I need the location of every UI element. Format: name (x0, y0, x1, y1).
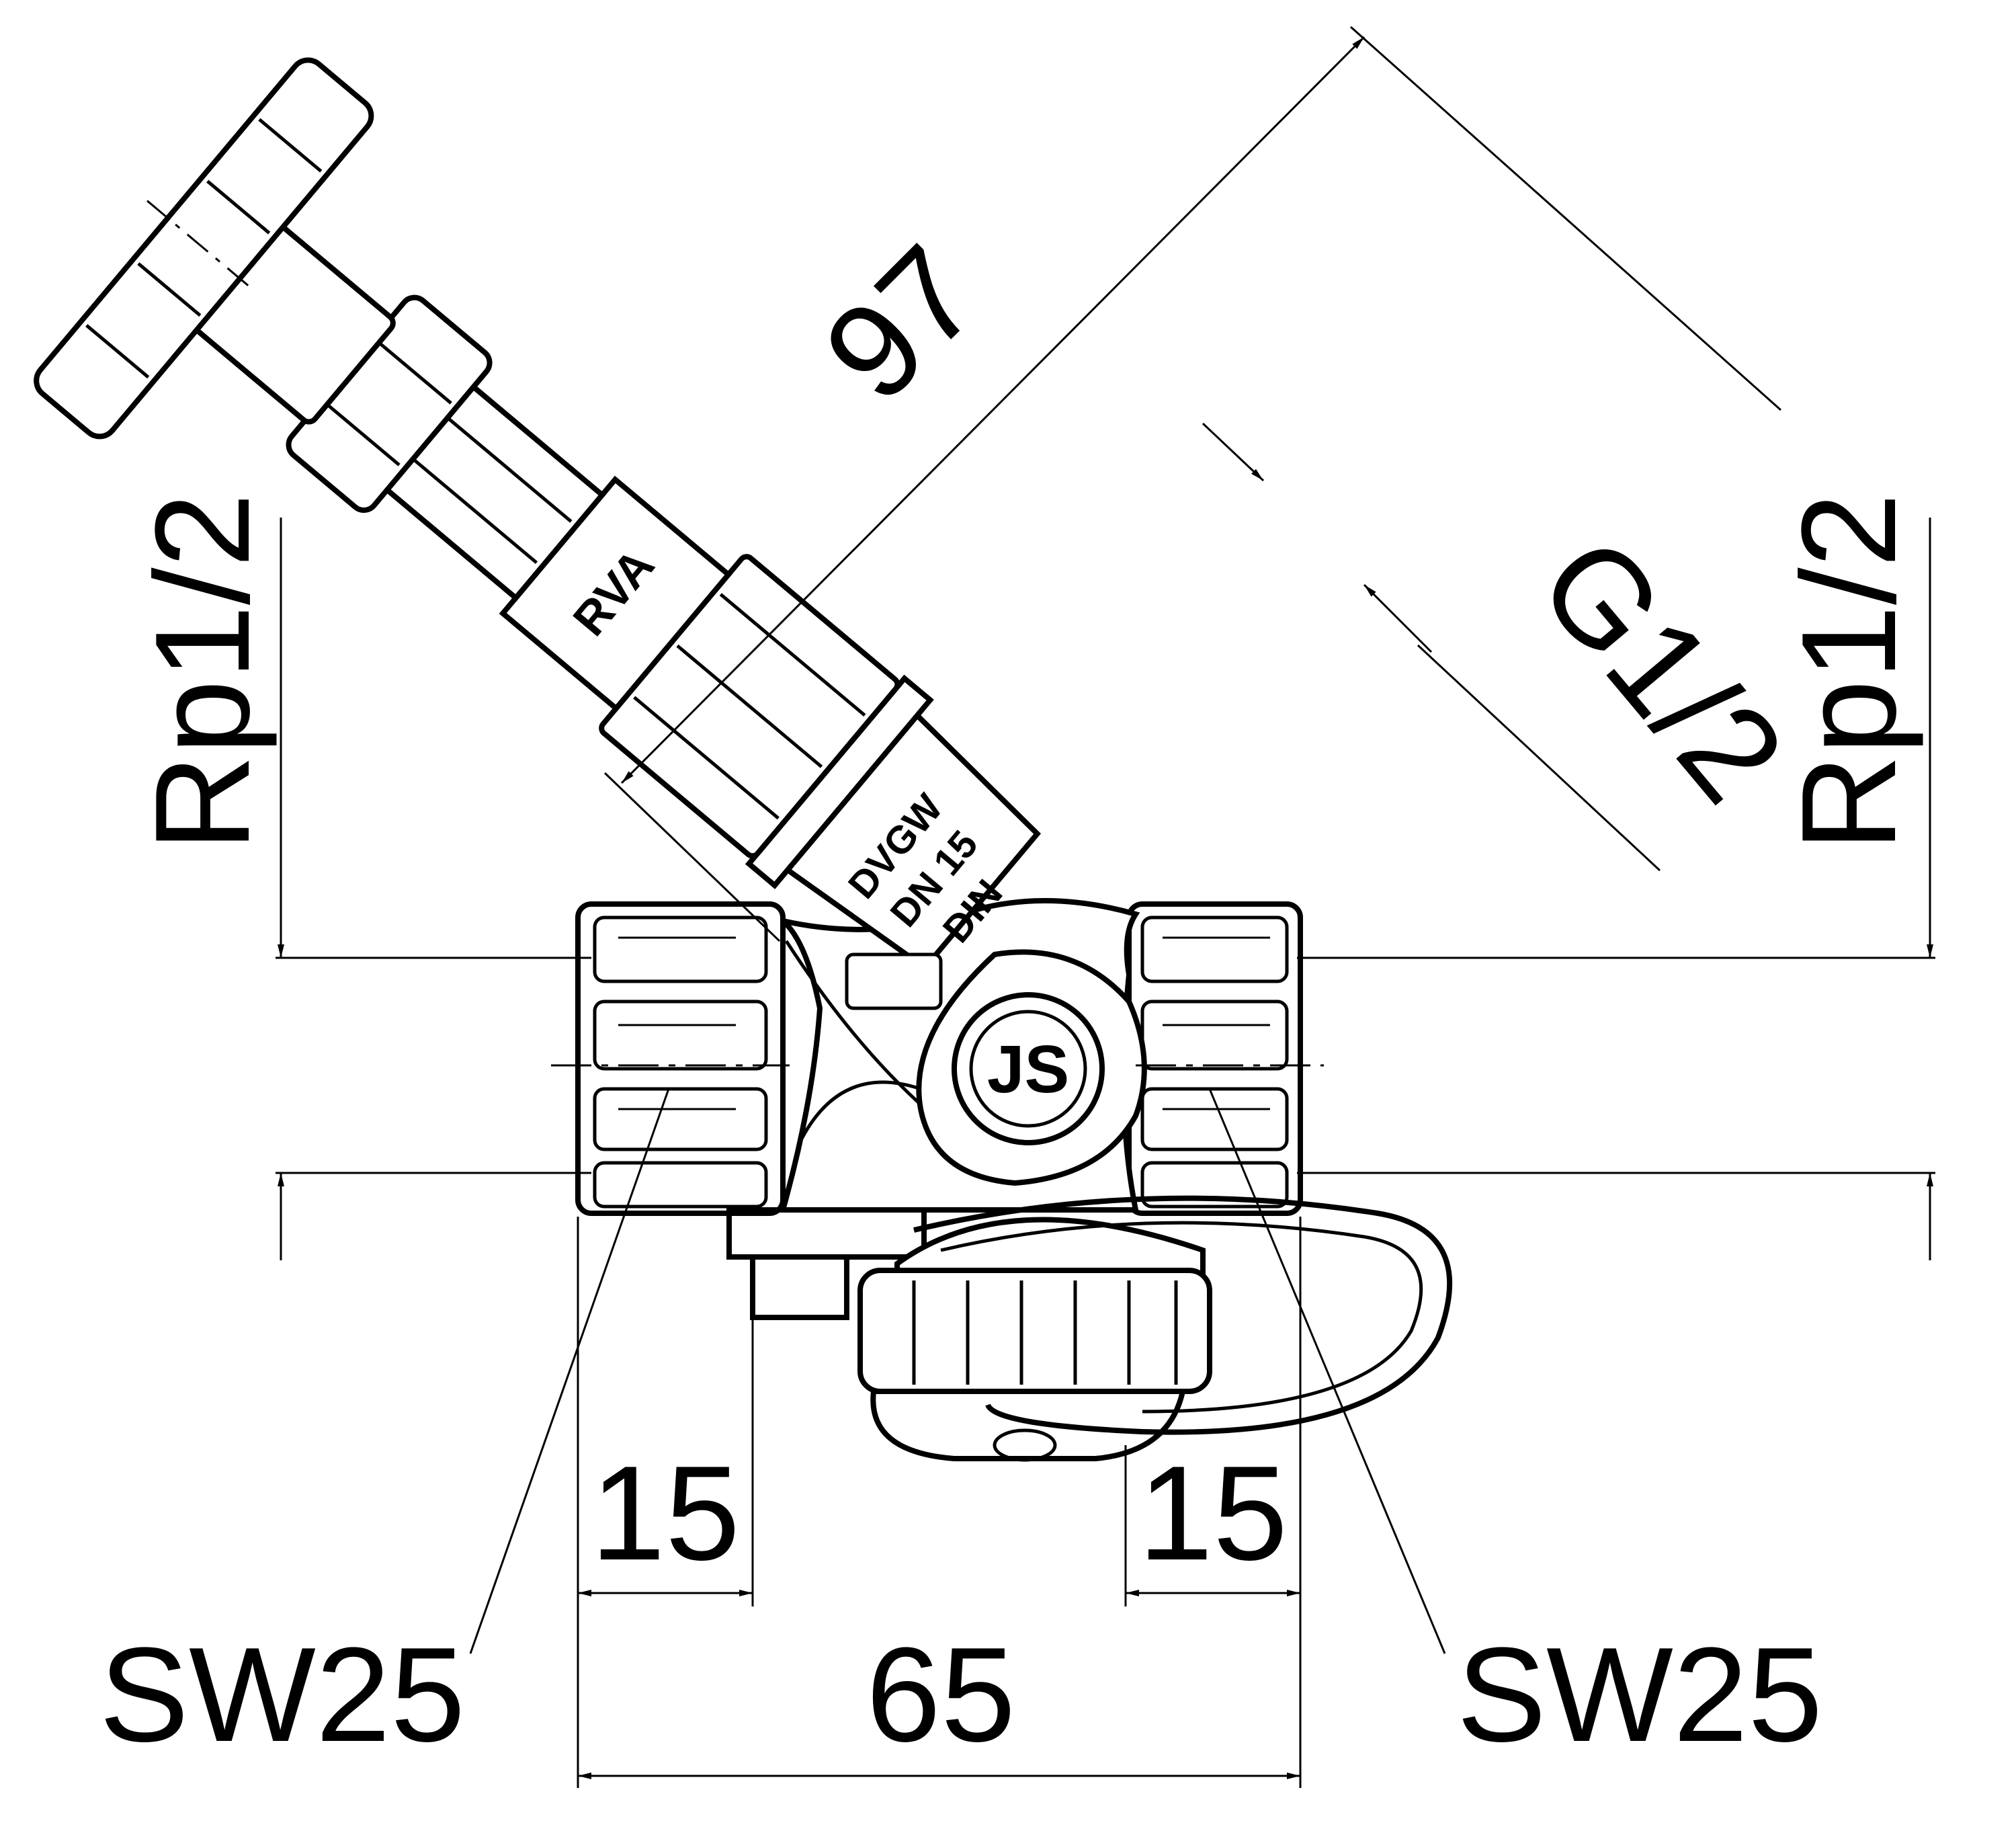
label-65: 65 (866, 1620, 1015, 1770)
label-rp12-right: Rp1/2 (1774, 493, 1924, 852)
dimension-15-right: 15 (1124, 1217, 1302, 1788)
label-15-left: 15 (591, 1438, 740, 1588)
center-hex-knob: JS (845, 949, 1147, 1186)
label-15-right: 15 (1138, 1438, 1288, 1588)
dimension-65: 65 (578, 1620, 1300, 1779)
dimension-rp12-right: Rp1/2 (1297, 493, 1935, 1260)
label-97: 97 (796, 218, 1007, 430)
dimension-line-97 (620, 36, 1366, 784)
leader-sw25-right: SW25 (1208, 1088, 1823, 1770)
label-rp12-left: Rp1/2 (128, 493, 278, 852)
label-g12: G1/2 (1511, 510, 1813, 829)
dimension-rp12-left: Rp1/2 (128, 493, 591, 1260)
dimension-15-left: 15 (577, 1217, 754, 1788)
dimension-g12: G1/2 (1202, 422, 1813, 872)
label-sw25-left: SW25 (99, 1620, 466, 1770)
label-sw25-right: SW25 (1457, 1620, 1823, 1770)
leader-sw25-left: SW25 (99, 1088, 670, 1770)
right-end-nut (1126, 901, 1303, 1216)
js-logo: JS (987, 1032, 1069, 1107)
drain-cap (857, 1195, 1453, 1462)
left-end-nut (575, 901, 786, 1216)
